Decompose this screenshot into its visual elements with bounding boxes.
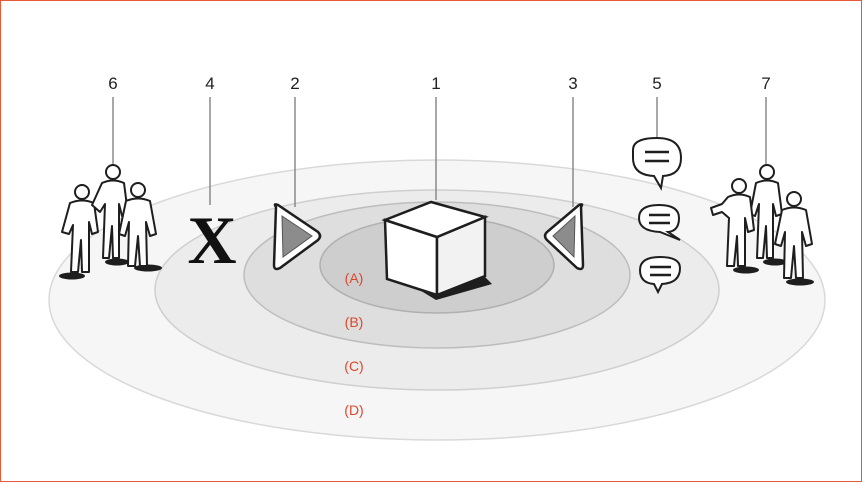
rings [48, 159, 826, 441]
speech-bubble-icon [632, 136, 683, 191]
marker-5: 5 [652, 74, 661, 93]
marker-numbers: 6 4 2 1 3 5 7 [108, 74, 770, 93]
marker-3: 3 [568, 74, 577, 93]
cube-icon [381, 200, 492, 300]
marker-1: 1 [431, 74, 440, 93]
people-group-icon [59, 164, 162, 280]
triangle-right-icon [272, 203, 322, 271]
marker-6: 6 [108, 74, 117, 93]
marker-7: 7 [761, 74, 770, 93]
marker-4: 4 [205, 74, 214, 93]
ring-labels: (A) (B) (C) (D) [344, 270, 363, 418]
speech-bubble-icon [638, 255, 682, 295]
ring-label-c: (C) [344, 358, 363, 374]
ring-label-b: (B) [345, 314, 364, 330]
people-group-icon [710, 164, 814, 286]
marker-2: 2 [290, 74, 299, 93]
ring-label-d: (D) [344, 402, 363, 418]
triangle-left-icon [543, 203, 585, 271]
speech-bubble-icon [637, 203, 681, 241]
leader-lines [112, 97, 767, 207]
x-mark-icon: X [187, 202, 236, 278]
speech-bubbles [632, 136, 683, 295]
ring-label-a: (A) [345, 270, 364, 286]
